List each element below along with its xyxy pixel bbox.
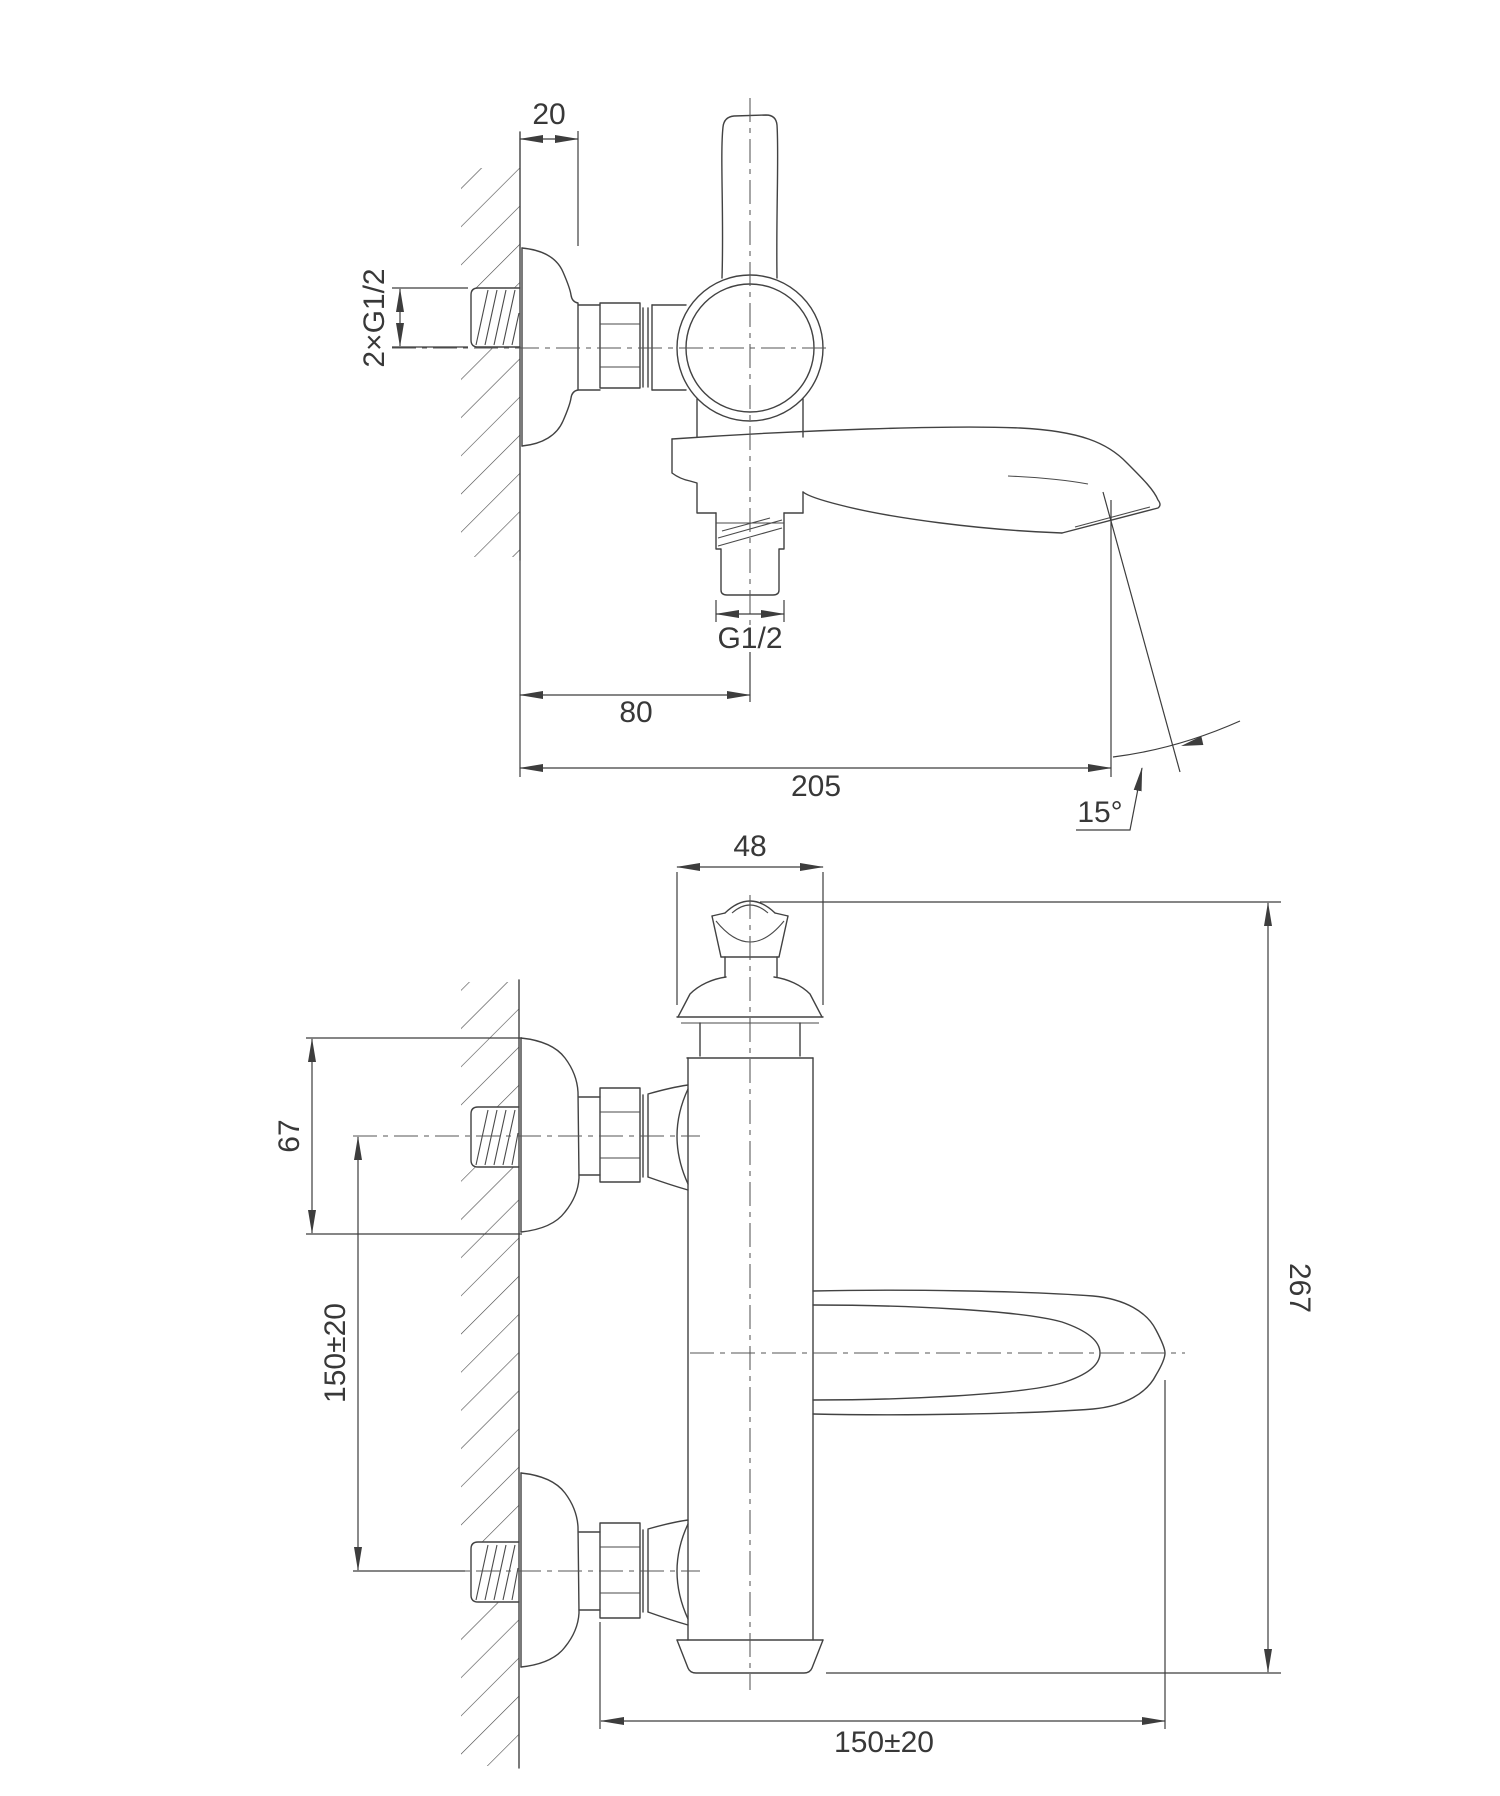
- wall-nipple-side: [470, 287, 521, 348]
- dim-label-spout-reach: 150±20: [834, 1726, 934, 1759]
- escutcheon-lower: [520, 1472, 601, 1668]
- dimension-head-width: 48: [676, 830, 824, 1005]
- dimension-center-depth: 80: [519, 560, 751, 777]
- dim-label-aerator-angle: 15°: [1077, 796, 1122, 829]
- dim-label-total-height: 267: [1283, 1263, 1316, 1313]
- dimension-total-depth: 205: [519, 500, 1112, 803]
- dimension-spout-thread: G1/2: [715, 600, 785, 655]
- wall-hatch-front: [461, 979, 520, 1769]
- body-front: [676, 1057, 824, 1674]
- dimension-aerator-angle: 15°: [1076, 491, 1241, 831]
- dimension-wall-offset: 20: [519, 98, 579, 246]
- dim-label-center-depth: 80: [619, 696, 652, 729]
- dim-label-escutcheon: 67: [273, 1119, 306, 1152]
- dim-label-connection-spacing: 150±20: [319, 1303, 352, 1403]
- dim-label-wall-thread: 2×G1/2: [358, 268, 391, 367]
- dim-label-head-width: 48: [733, 830, 766, 863]
- wall-nipple-upper: [470, 1106, 520, 1168]
- dim-label-spout-thread: G1/2: [717, 622, 782, 655]
- side-view: 20 2×G1/2: [358, 98, 1241, 831]
- dimension-total-height: 267: [760, 901, 1316, 1674]
- dimension-connection-spacing: 150±20: [319, 1136, 465, 1572]
- dimension-spout-reach: 150±20: [599, 1380, 1166, 1759]
- escutcheon-side: [521, 247, 579, 447]
- connector-lower-front: [599, 1519, 689, 1626]
- connector-side: [577, 302, 687, 391]
- connector-upper-front: [599, 1084, 689, 1191]
- dim-label-wall-offset: 20: [532, 98, 565, 131]
- dim-label-total-depth: 205: [791, 770, 841, 803]
- spout-side: [671, 398, 1161, 534]
- dimension-wall-thread: 2×G1/2: [358, 268, 468, 368]
- cartridge-flange: [676, 976, 824, 1059]
- front-view: 48 67 150±20 267 150±20: [273, 830, 1316, 1769]
- wall-nipple-lower: [470, 1541, 520, 1603]
- escutcheon-upper: [520, 1037, 601, 1233]
- dimension-escutcheon: 67: [273, 1037, 522, 1235]
- wall-hatch-side: [461, 131, 521, 561]
